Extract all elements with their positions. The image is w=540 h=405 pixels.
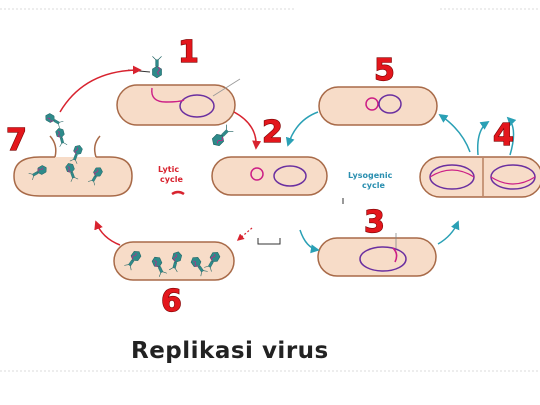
step-number-1: 1 bbox=[178, 35, 199, 70]
step-number-3: 3 bbox=[364, 205, 385, 240]
prophage-dna bbox=[359, 246, 407, 272]
diagram-caption: Replikasi virus bbox=[131, 338, 329, 364]
step-number-2: 2 bbox=[262, 115, 283, 150]
cell-step-4 bbox=[419, 156, 540, 198]
step-number-7: 7 bbox=[6, 123, 27, 158]
injected-viral-dna bbox=[151, 87, 185, 103]
lytic-cycle-label-line-1: Lytic bbox=[158, 165, 179, 174]
step-number-6: 6 bbox=[161, 284, 182, 319]
viral-dna-circle bbox=[250, 167, 264, 181]
bacterial-dna bbox=[378, 94, 402, 114]
bacterial-dna bbox=[273, 165, 307, 187]
lysogenic-arrow-4-loop-b bbox=[506, 116, 517, 156]
lytic-arrow-2-to-6 bbox=[236, 227, 253, 241]
lytic-arrow-6-to-7 bbox=[94, 220, 121, 246]
lysogenic-cycle-label-line-2: cycle bbox=[362, 181, 385, 190]
released-phage-icon bbox=[43, 111, 64, 129]
cell-step-3 bbox=[317, 233, 437, 277]
cell-step-5 bbox=[318, 86, 438, 126]
cell-step-1 bbox=[116, 56, 241, 126]
free-phage-icon bbox=[209, 124, 234, 149]
lysogenic-arrow-2-to-3 bbox=[299, 229, 320, 254]
attaching-phage-icon bbox=[152, 56, 162, 79]
lysogenic-arrow-4-to-5 bbox=[438, 113, 471, 153]
released-phage-icon bbox=[54, 126, 68, 148]
lytic-center-mark bbox=[171, 190, 185, 196]
cell-step-2 bbox=[211, 156, 328, 196]
lytic-arrow-1-to-2 bbox=[233, 111, 262, 150]
lytic-arrow-7-to-1 bbox=[59, 65, 142, 113]
cell-step-6 bbox=[113, 241, 235, 281]
lysogenic-arrow-4-loop bbox=[476, 121, 490, 156]
center-bracket-mark bbox=[257, 238, 281, 245]
step-number-5: 5 bbox=[374, 53, 395, 88]
bacterial-dna bbox=[179, 94, 215, 118]
lysogenic-arrow-3-to-4 bbox=[437, 220, 460, 245]
lysogenic-arrow-5-to-2 bbox=[285, 111, 319, 147]
excised-viral-dna bbox=[365, 97, 379, 111]
cell-step-7 bbox=[13, 111, 133, 197]
step-number-4: 4 bbox=[493, 118, 514, 153]
lysogenic-cycle-label-line-1: Lysogenic bbox=[348, 171, 393, 180]
lytic-cycle-label-line-2: cycle bbox=[160, 175, 183, 184]
